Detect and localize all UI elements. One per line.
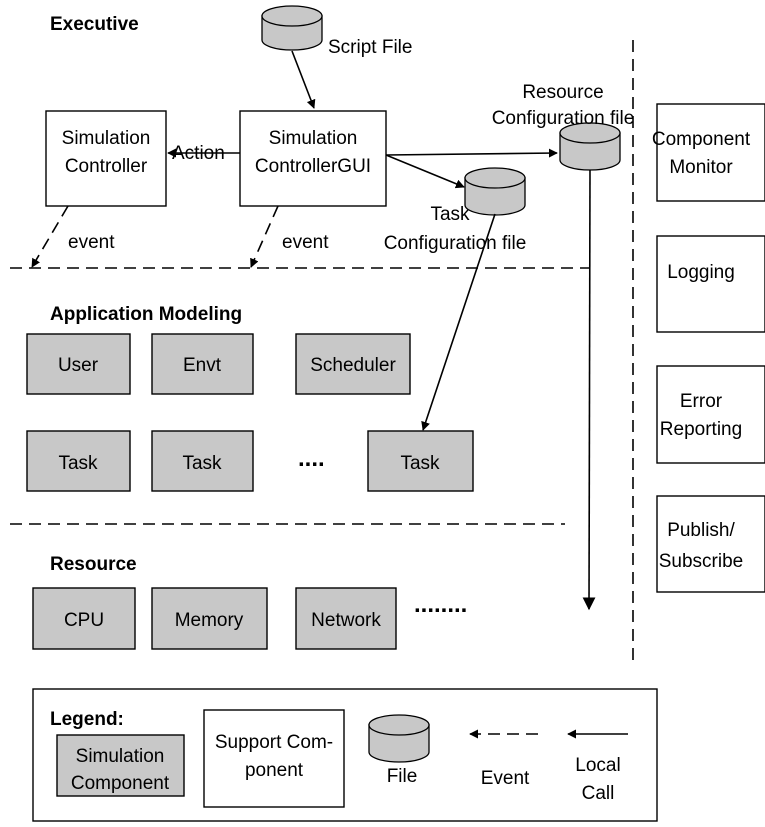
gui-to-task-config-arrow bbox=[385, 154, 465, 189]
script-file-label: Script File bbox=[328, 37, 412, 58]
error-reporting-box[interactable]: Error Reporting bbox=[656, 365, 765, 464]
event-arrow-controller bbox=[31, 205, 69, 268]
svg-text:Reporting: Reporting bbox=[660, 419, 742, 440]
task-config-to-task-arrow bbox=[421, 213, 496, 431]
script-file-icon[interactable] bbox=[261, 5, 323, 51]
svg-text:Publish/: Publish/ bbox=[667, 520, 735, 541]
legend-file-icon bbox=[368, 714, 430, 763]
svg-text:Logging: Logging bbox=[667, 262, 735, 283]
resource-config-file-icon[interactable] bbox=[559, 122, 621, 171]
event-arrow-gui bbox=[250, 205, 279, 268]
task-config-label-1: Task bbox=[430, 204, 470, 225]
legend-simulation-component: Simulation Component bbox=[56, 734, 185, 797]
action-label: Action bbox=[172, 143, 225, 164]
executive-heading: Executive bbox=[50, 14, 139, 35]
simulation-controller-box[interactable]: Simulation Controller bbox=[45, 110, 167, 207]
svg-text:Network: Network bbox=[311, 610, 381, 631]
event-label-gui: event bbox=[282, 232, 329, 253]
legend-support-component: Support Com- ponent bbox=[203, 709, 345, 808]
envt-component[interactable]: Envt bbox=[151, 333, 254, 395]
svg-text:Task: Task bbox=[182, 453, 222, 474]
component-monitor-box[interactable]: Component Monitor bbox=[652, 103, 765, 202]
svg-text:CPU: CPU bbox=[64, 610, 104, 631]
svg-text:User: User bbox=[58, 355, 99, 376]
network-component[interactable]: Network bbox=[295, 587, 397, 650]
resource-config-label-2: Configuration file bbox=[492, 108, 635, 129]
svg-text:Simulation: Simulation bbox=[76, 746, 165, 767]
resource-config-to-resource-arrow bbox=[582, 169, 596, 611]
memory-component[interactable]: Memory bbox=[151, 587, 268, 650]
svg-text:ControllerGUI: ControllerGUI bbox=[255, 156, 371, 177]
svg-text:Error: Error bbox=[680, 391, 723, 412]
legend-title: Legend: bbox=[50, 709, 124, 730]
svg-text:Monitor: Monitor bbox=[669, 157, 733, 178]
task-config-label-2: Configuration file bbox=[384, 233, 527, 254]
legend-local-call-label-2: Call bbox=[582, 783, 615, 804]
resource-config-label-1: Resource bbox=[522, 82, 603, 103]
svg-text:Task: Task bbox=[58, 453, 98, 474]
task-ellipsis: .... bbox=[298, 445, 325, 472]
script-to-gui-arrow bbox=[291, 50, 316, 109]
logging-box[interactable]: Logging bbox=[656, 235, 765, 333]
resource-heading: Resource bbox=[50, 554, 137, 575]
legend-event-label: Event bbox=[481, 768, 530, 789]
legend-local-call-label-1: Local bbox=[575, 755, 620, 776]
user-component[interactable]: User bbox=[26, 333, 131, 395]
svg-text:Controller: Controller bbox=[65, 156, 148, 177]
cpu-component[interactable]: CPU bbox=[32, 587, 136, 650]
svg-text:Envt: Envt bbox=[183, 355, 222, 376]
svg-text:Scheduler: Scheduler bbox=[310, 355, 396, 376]
gui-to-resource-config-arrow bbox=[385, 148, 558, 158]
resource-ellipsis: ........ bbox=[414, 591, 467, 618]
svg-text:Task: Task bbox=[400, 453, 440, 474]
svg-text:Component: Component bbox=[71, 773, 170, 794]
scheduler-component[interactable]: Scheduler bbox=[295, 333, 411, 395]
svg-text:ponent: ponent bbox=[245, 760, 304, 781]
task-component-3[interactable]: Task bbox=[367, 430, 474, 492]
svg-text:Component: Component bbox=[652, 129, 751, 150]
simulation-controller-gui-box[interactable]: Simulation ControllerGUI bbox=[239, 110, 387, 207]
svg-text:Subscribe: Subscribe bbox=[659, 551, 744, 572]
svg-text:Simulation: Simulation bbox=[269, 128, 358, 149]
legend-file-label: File bbox=[387, 766, 418, 787]
svg-text:Simulation: Simulation bbox=[62, 128, 151, 149]
task-component-2[interactable]: Task bbox=[151, 430, 254, 492]
svg-text:Memory: Memory bbox=[175, 610, 244, 631]
event-label-controller: event bbox=[68, 232, 115, 253]
task-config-file-icon[interactable] bbox=[464, 167, 526, 216]
task-component-1[interactable]: Task bbox=[26, 430, 131, 492]
svg-text:Support Com-: Support Com- bbox=[215, 732, 333, 753]
publish-subscribe-box[interactable]: Publish/ Subscribe bbox=[656, 495, 765, 593]
application-modeling-heading: Application Modeling bbox=[50, 304, 242, 325]
